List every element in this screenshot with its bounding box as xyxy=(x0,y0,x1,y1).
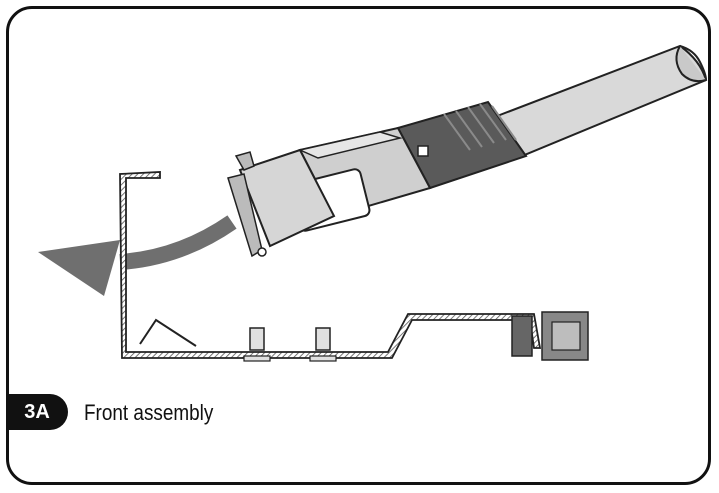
front-jack xyxy=(511,311,589,361)
step-caption: Front assembly xyxy=(84,400,214,425)
direction-arrow xyxy=(38,215,237,296)
cable xyxy=(490,44,708,158)
step-number-badge: 3A xyxy=(6,394,68,430)
connector-housing xyxy=(227,126,432,258)
connector-boot xyxy=(396,100,528,190)
